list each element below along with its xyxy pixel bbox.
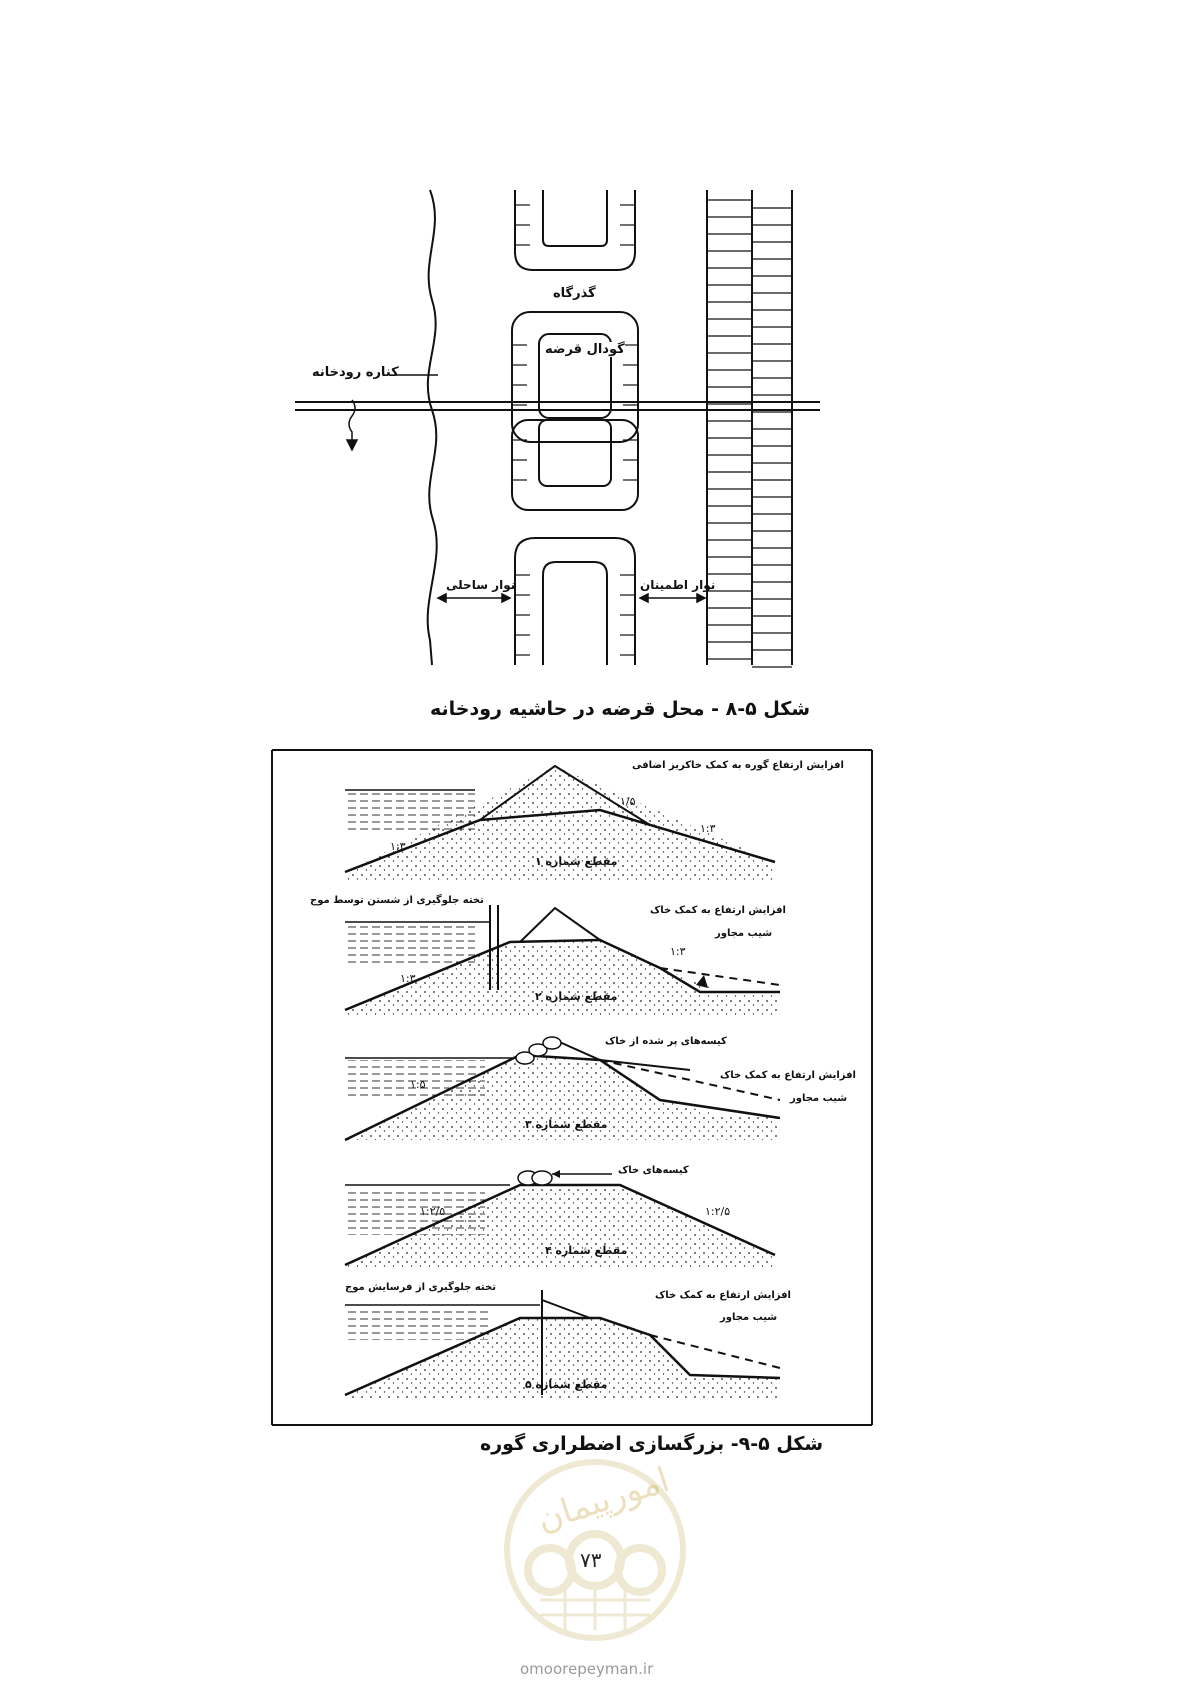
- section-2-slope-b: ۱:۳: [670, 945, 686, 958]
- borrow-pit-2: [511, 311, 639, 443]
- section-2-title: مقطع شماره ۲: [535, 990, 618, 1003]
- borrow-pit-1-inner: [542, 190, 608, 247]
- label-river-bank: کناره رودخانه: [312, 365, 399, 380]
- section-4-note-bags: کیسه‌های خاک: [618, 1165, 689, 1176]
- flow-arrow-head: [345, 439, 359, 452]
- figure1-caption: شکل ۵-۸ - محل قرضه در حاشیه رودخانه: [430, 698, 811, 720]
- section-4-slope-a: ۱:۲/۵: [420, 1205, 446, 1218]
- label-crossing: گذرگاه: [553, 286, 596, 301]
- section-2: [344, 905, 781, 1015]
- section-4-title: مقطع شماره ۴: [545, 1244, 628, 1257]
- borrow-pit-4: [514, 537, 636, 665]
- section-5-note-board: تخته جلوگیری از فرسایش موج: [345, 1282, 496, 1293]
- section-1-note: افزایش ارتفاع گوره به کمک خاکریز اضافی: [632, 760, 844, 771]
- section-5-note-raise: افزایش ارتفاع به کمک خاک: [655, 1290, 791, 1301]
- page-number: ۷۳: [580, 1548, 602, 1572]
- section-3: [344, 1036, 781, 1142]
- section-5-title: مقطع شماره ۵: [525, 1378, 608, 1391]
- section-5-note-slope: شیب مجاور: [720, 1312, 778, 1323]
- section-2-note-slope: شیب مجاور: [715, 928, 773, 939]
- section-1: [344, 764, 776, 880]
- borrow-pit-3-inner: [538, 419, 612, 487]
- footer-site: omoorepeyman.ir: [520, 1660, 654, 1678]
- figure2-caption: شکل ۵-۹- بزرگسازی اضطراری گوره: [480, 1433, 824, 1455]
- borrow-pit-2-inner: [538, 333, 612, 419]
- borrow-pit-1: [514, 190, 636, 271]
- section-3-note-slope: شیب مجاور: [790, 1093, 848, 1104]
- section-4-slope-b: ۱:۲/۵: [705, 1205, 731, 1218]
- watermark-seal: [504, 1459, 686, 1641]
- borrow-pit-plan-diagram: [295, 189, 820, 668]
- section-3-note-bags: کیسه‌های پر شده از خاک: [605, 1036, 727, 1047]
- section-3-note-raise: افزایش ارتفاع به کمک خاک: [720, 1070, 856, 1081]
- section-1-title: مقطع شماره ۱: [535, 855, 618, 868]
- section-1-slope-b: ۱:۳: [390, 840, 406, 853]
- section-4: [344, 1170, 776, 1270]
- label-coastal-strip: نوار ساحلی: [446, 578, 516, 592]
- section-2-note-raise: افزایش ارتفاع به کمک خاک: [650, 905, 786, 916]
- section-3-title: مقطع شماره ۳: [525, 1118, 608, 1131]
- label-safety-strip: نوار اطمینان: [640, 578, 716, 592]
- section-3-slope-a: ۱:۵: [410, 1078, 426, 1091]
- section-5: [344, 1290, 781, 1398]
- levee-raising-sections-diagram: [271, 749, 873, 1426]
- section-2-slope-a: ۱:۳: [400, 972, 416, 985]
- label-borrow-pit: گودال قرضه: [545, 342, 625, 357]
- section-1-slope-a: ۱/۵: [620, 795, 636, 808]
- borrow-pit-4-inner: [542, 561, 608, 665]
- section-2-note-board: تخته جلوگیری از شستن توسط موج: [310, 895, 484, 906]
- flow-arrow: [348, 399, 356, 446]
- section-1-slope-c: ۱:۳: [700, 822, 716, 835]
